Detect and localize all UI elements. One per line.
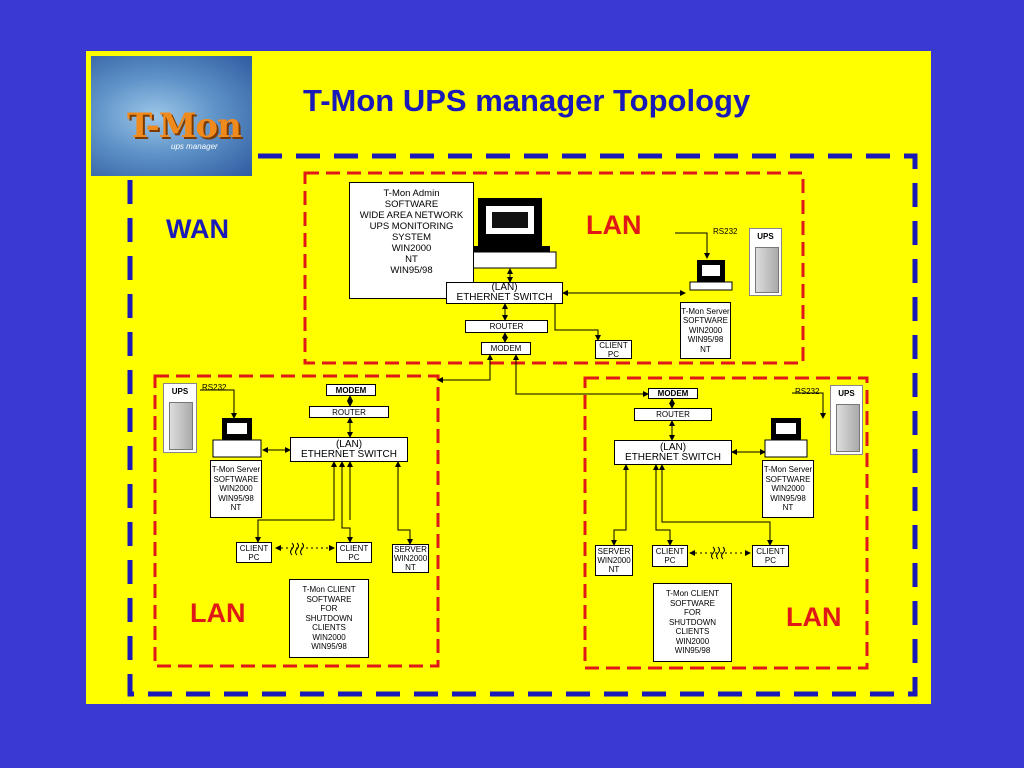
- top-router: ROUTER: [465, 320, 548, 333]
- left-ups-unit: UPS: [163, 383, 197, 453]
- lan-border-left: [153, 374, 440, 668]
- right-router: ROUTER: [634, 408, 712, 421]
- lan-border-right: [583, 376, 869, 670]
- lan-label-right: LAN: [786, 602, 842, 632]
- right-modem: MODEM: [648, 388, 698, 399]
- top-ethernet-switch: (LAN) ETHERNET SWITCH: [446, 282, 563, 304]
- right-client-pc-1: CLIENT PC: [652, 545, 688, 567]
- top-ups-label: UPS: [757, 232, 774, 241]
- ups-icon: [755, 247, 779, 293]
- lan-label-left: LAN: [190, 598, 246, 628]
- right-rs232-label: RS232: [795, 387, 820, 396]
- top-ups-unit: UPS: [749, 228, 782, 296]
- left-client-pc-2: CLIENT PC: [336, 542, 372, 563]
- left-router: ROUTER: [309, 406, 389, 418]
- logo-subtitle: ups manager: [171, 142, 218, 151]
- left-rs232-label: RS232: [202, 383, 227, 392]
- left-ethernet-switch: (LAN) ETHERNET SWITCH: [290, 437, 408, 462]
- ups-icon: [169, 402, 193, 450]
- admin-software-text: T-Mon Admin SOFTWARE WIDE AREA NETWORK U…: [349, 182, 474, 299]
- left-ups-label: UPS: [171, 387, 189, 396]
- left-server: SERVER WIN2000 NT: [392, 544, 429, 573]
- tmon-logo: T-Mon ups manager: [91, 56, 252, 176]
- top-server-software: T-Mon Server SOFTWARE WIN2000 WIN95/98 N…: [680, 302, 731, 359]
- left-client-software: T-Mon CLIENT SOFTWARE FOR SHUTDOWN CLIEN…: [289, 579, 369, 658]
- wan-border: [127, 153, 918, 697]
- admin-computer-icon: [463, 198, 557, 269]
- ups-icon: [836, 404, 860, 452]
- left-modem: MODEM: [326, 384, 376, 396]
- left-server-software: T-Mon Server SOFTWARE WIN2000 WIN95/98 N…: [210, 460, 262, 518]
- left-server-computer-icon: [212, 418, 262, 458]
- top-rs232-label: RS232: [713, 227, 738, 236]
- right-ups-unit: UPS: [830, 385, 863, 455]
- right-ethernet-switch: (LAN) ETHERNET SWITCH: [614, 440, 732, 465]
- right-client-software: T-Mon CLIENT SOFTWARE FOR SHUTDOWN CLIEN…: [653, 583, 732, 662]
- page-title: T-Mon UPS manager Topology: [303, 83, 751, 118]
- left-client-pc-1: CLIENT PC: [236, 542, 272, 563]
- wan-label: WAN: [166, 214, 229, 244]
- logo-word: T-Mon: [127, 106, 242, 146]
- top-client-pc: CLIENT PC: [595, 340, 632, 359]
- right-client-pc-2: CLIENT PC: [752, 545, 789, 567]
- top-server-computer-icon: [689, 260, 733, 291]
- right-server-computer-icon: [764, 418, 808, 458]
- right-server: SERVER WIN2000 NT: [595, 545, 633, 576]
- right-server-software: T-Mon Server SOFTWARE WIN2000 WIN95/98 N…: [762, 460, 814, 518]
- top-modem: MODEM: [481, 342, 531, 355]
- lan-label-top: LAN: [586, 210, 642, 240]
- right-ups-label: UPS: [838, 389, 855, 398]
